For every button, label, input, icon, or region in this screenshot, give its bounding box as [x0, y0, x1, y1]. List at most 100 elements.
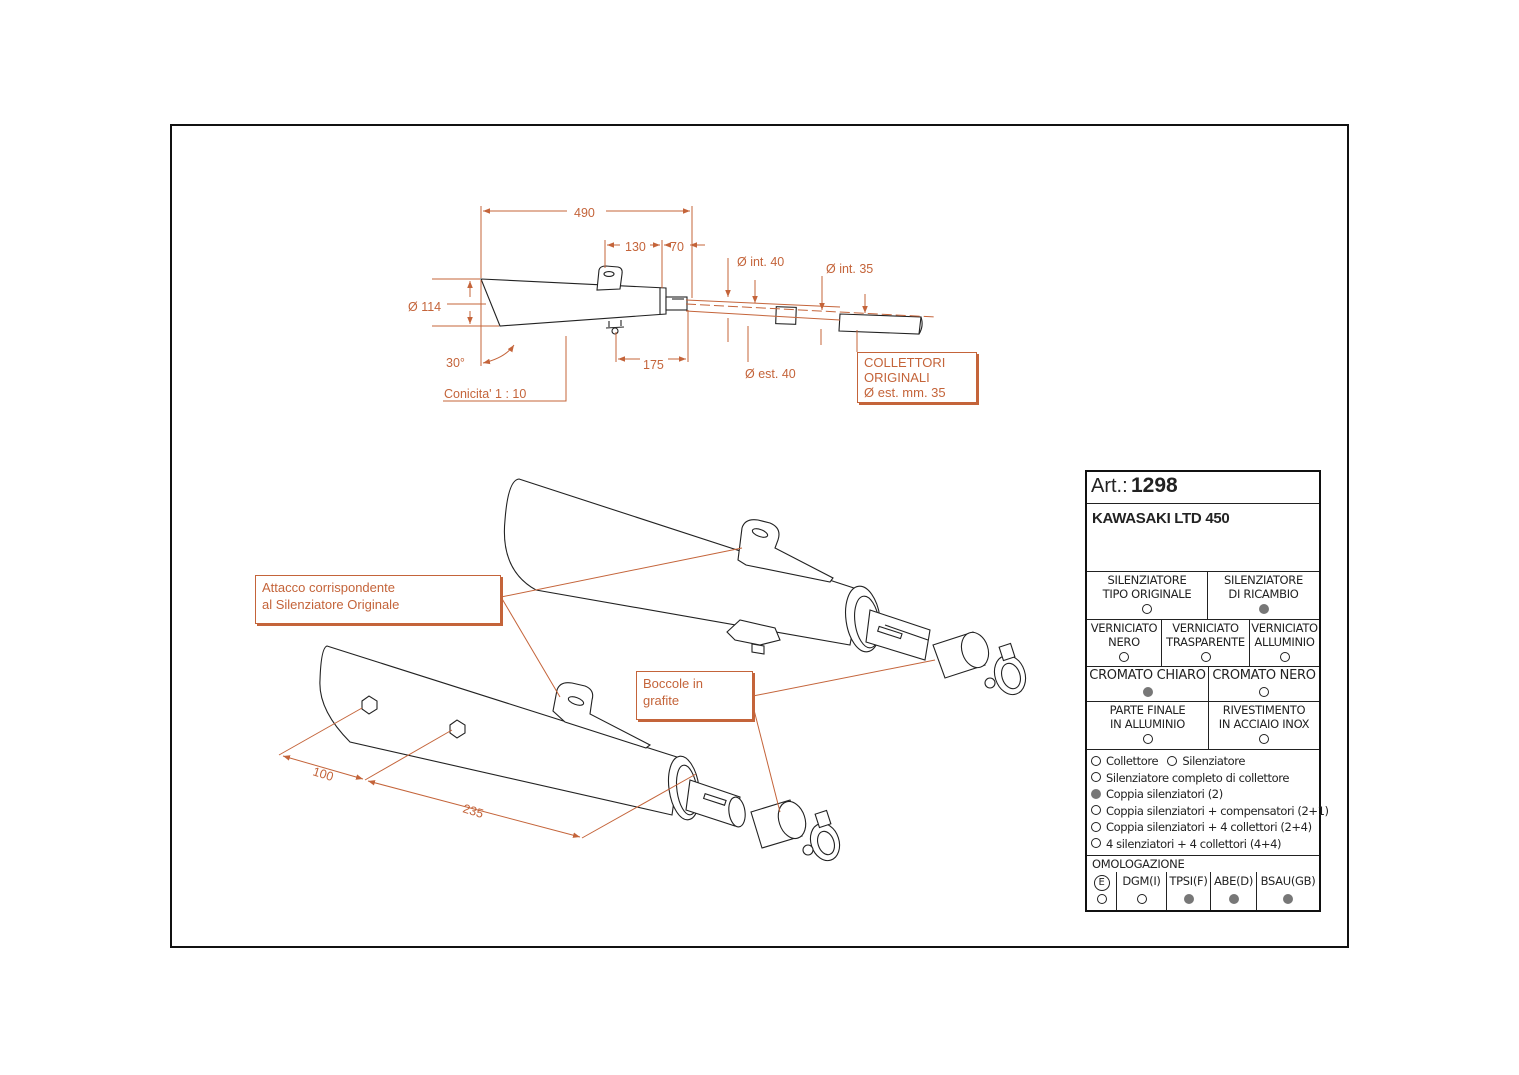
option-label: VERNICIATO — [1172, 621, 1239, 635]
callout-line: Boccole in — [643, 676, 703, 691]
kit-option-line: Collettore Silenziatore — [1091, 753, 1319, 770]
model-row: KAWASAKI LTD 450 — [1087, 504, 1319, 572]
e-mark-icon: E — [1093, 875, 1110, 891]
dim-conicita: Conicita' 1 : 10 — [444, 387, 526, 401]
radio-indicator — [1142, 603, 1152, 614]
option-label: 4 silenziatori + 4 collettori (4+4) — [1106, 836, 1282, 851]
option-label: SILENZIATORE — [1224, 573, 1303, 587]
radio-indicator — [1142, 733, 1153, 744]
homologation-row: E DGM(I) TPSI(F) ABE(D) BSAU(GB) — [1087, 872, 1319, 910]
omologazione-title: OMOLOGAZIONE — [1092, 857, 1185, 871]
radio-indicator — [1228, 893, 1239, 904]
radio-indicator — [1091, 788, 1101, 799]
kit-option-coppia-4-collettori[interactable]: Coppia silenziatori + 4 collettori (2+4) — [1091, 819, 1319, 836]
callout-boccole: Boccole in grafite — [636, 671, 753, 720]
option-label: BSAU(GB) — [1260, 874, 1316, 888]
option-label: VERNICIATO — [1090, 621, 1158, 635]
option-label: TPSI(F) — [1169, 874, 1208, 888]
article-number: 1298 — [1131, 474, 1178, 497]
drawing-frame — [170, 124, 1349, 948]
dim-490: 490 — [574, 206, 595, 220]
option-label: Coppia silenziatori + 4 collettori (2+4) — [1106, 820, 1312, 834]
iso-silencer-upper — [503, 478, 1027, 696]
radio-indicator — [1091, 805, 1101, 815]
option-verniciato-alluminio[interactable]: VERNICIATO ALLUMINIO — [1249, 620, 1319, 666]
radio-indicator — [1183, 893, 1194, 904]
radio-indicator — [1119, 651, 1129, 662]
dimension-lines — [432, 206, 936, 402]
homologation-e[interactable]: E — [1087, 872, 1116, 910]
dim-est-40: Ø est. 40 — [745, 367, 796, 381]
spec-table: Art.: 1298 KAWASAKI LTD 450 SILENZIATORE… — [1085, 470, 1329, 912]
chrome-row: CROMATO CHIARO CROMATO NERO — [1087, 667, 1319, 702]
radio-indicator — [1279, 651, 1290, 662]
dim-70: 70 — [670, 240, 684, 254]
option-tipo-originale[interactable]: SILENZIATORE TIPO ORIGINALE — [1087, 572, 1207, 619]
dim-130: 130 — [625, 240, 646, 254]
homologation-bsau[interactable]: BSAU(GB) — [1256, 872, 1319, 910]
homologation-abe[interactable]: ABE(D) — [1210, 872, 1256, 910]
radio-indicator — [1259, 686, 1269, 697]
kit-option-completo[interactable]: Silenziatore completo di collettore — [1091, 770, 1319, 787]
option-di-ricambio[interactable]: SILENZIATORE DI RICAMBIO — [1207, 572, 1319, 619]
option-label: Coppia silenziatori + compensatori (2+1) — [1106, 803, 1329, 818]
callout-attacco: Attacco corrispondente al Silenziatore O… — [255, 575, 501, 624]
radio-indicator — [1167, 755, 1178, 766]
option-label: DI RICAMBIO — [1228, 587, 1299, 601]
option-label: DGM(I) — [1122, 874, 1161, 888]
kit-option-silenziatore[interactable]: Silenziatore — [1167, 754, 1245, 768]
callout-collettori-originali: COLLETTORI ORIGINALI Ø est. mm. 35 — [857, 352, 977, 403]
model-name: KAWASAKI LTD 450 — [1092, 510, 1230, 527]
option-label: RIVESTIMENTO — [1222, 703, 1306, 717]
option-parte-finale-alluminio[interactable]: PARTE FINALE IN ALLUMINIO — [1087, 702, 1208, 749]
option-cromato-chiaro[interactable]: CROMATO CHIARO — [1087, 667, 1208, 701]
option-label: ABE(D) — [1213, 874, 1254, 888]
article-row: Art.: 1298 — [1087, 472, 1319, 504]
option-label: NERO — [1108, 635, 1140, 649]
radio-indicator — [1091, 838, 1101, 848]
kit-option-coppia[interactable]: Coppia silenziatori (2) — [1091, 786, 1319, 803]
option-verniciato-trasparente[interactable]: VERNICIATO TRASPARENTE — [1161, 620, 1249, 666]
kit-option-4-silenziatori[interactable]: 4 silenziatori + 4 collettori (4+4) — [1091, 836, 1319, 853]
kit-option-coppia-compensatori[interactable]: Coppia silenziatori + compensatori (2+1) — [1091, 803, 1329, 820]
option-label: CROMATO NERO — [1212, 668, 1316, 683]
radio-indicator — [1283, 893, 1293, 904]
iso-dimension-lines — [278, 547, 936, 839]
callout-line: Ø est. mm. 35 — [864, 385, 946, 400]
side-view-silencer — [480, 265, 923, 335]
radio-indicator — [1091, 821, 1101, 832]
finish-row: PARTE FINALE IN ALLUMINIO RIVESTIMENTO I… — [1087, 702, 1319, 750]
radio-indicator — [1258, 603, 1269, 614]
option-label: SILENZIATORE — [1107, 573, 1187, 587]
callout-line: COLLETTORI — [864, 355, 946, 370]
paint-row: VERNICIATO NERO VERNICIATO TRASPARENTE V… — [1087, 620, 1319, 667]
callout-line: al Silenziatore Originale — [262, 597, 400, 612]
article-label: Art.: — [1091, 475, 1128, 497]
option-label: IN ALLUMINIO — [1110, 717, 1185, 731]
radio-indicator — [1091, 772, 1101, 782]
option-rivestimento-inox[interactable]: RIVESTIMENTO IN ACCIAIO INOX — [1208, 702, 1319, 749]
omologazione-header: OMOLOGAZIONE — [1087, 856, 1319, 872]
dim-int-40: Ø int. 40 — [737, 255, 784, 269]
option-label: Silenziatore — [1182, 754, 1246, 768]
homologation-tpsi[interactable]: TPSI(F) — [1166, 872, 1210, 910]
option-label: Silenziatore completo di collettore — [1106, 770, 1289, 785]
radio-indicator — [1142, 686, 1153, 697]
kit-option-collettore[interactable]: Collettore — [1091, 754, 1159, 768]
option-cromato-nero[interactable]: CROMATO NERO — [1208, 667, 1319, 701]
option-label: VERNICIATO — [1251, 621, 1318, 635]
homologation-dgm[interactable]: DGM(I) — [1116, 872, 1166, 910]
type-row: SILENZIATORE TIPO ORIGINALE SILENZIATORE… — [1087, 572, 1319, 620]
kit-options: Collettore Silenziatore Silenziatore com… — [1087, 750, 1329, 856]
callout-line: Attacco corrispondente — [262, 580, 395, 595]
radio-indicator — [1259, 733, 1269, 744]
option-verniciato-nero[interactable]: VERNICIATO NERO — [1087, 620, 1161, 666]
dim-int-35: Ø int. 35 — [826, 262, 873, 276]
radio-indicator — [1136, 893, 1147, 904]
option-label: PARTE FINALE — [1109, 703, 1186, 717]
radio-indicator — [1200, 651, 1211, 662]
dim-175: 175 — [643, 358, 664, 372]
dim-114: Ø 114 — [408, 300, 441, 314]
callout-line: grafite — [643, 693, 680, 708]
option-label: IN ACCIAIO INOX — [1218, 717, 1310, 731]
